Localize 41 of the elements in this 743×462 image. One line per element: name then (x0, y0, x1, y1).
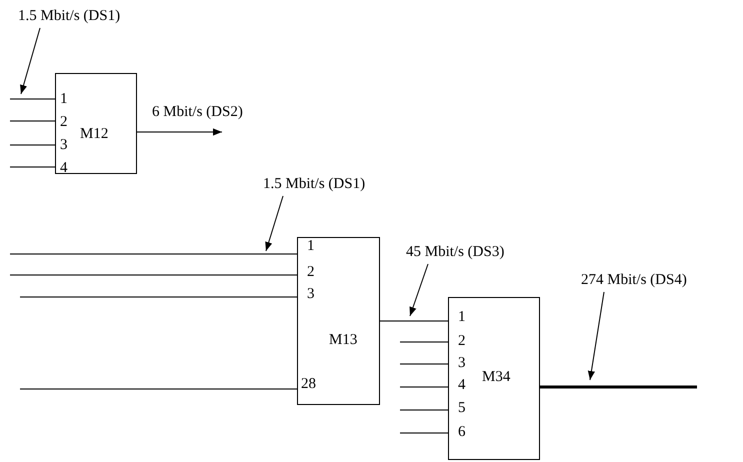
edge-label: 6 Mbit/s (DS2) (152, 104, 243, 121)
signal-line (10, 144, 56, 146)
multiplexer-box (297, 237, 380, 405)
signal-line (10, 166, 56, 168)
port-number: 2 (60, 114, 68, 131)
leader-line (265, 196, 284, 252)
port-number: 3 (458, 355, 466, 372)
rate-text: 1.5 Mbit/s (DS1) (263, 176, 366, 193)
signal-line (20, 296, 298, 298)
signal-line (400, 386, 448, 388)
leader-line (20, 28, 40, 94)
signal-line (10, 120, 56, 122)
multiplexer-box (55, 73, 137, 174)
multiplexer-name: M13 (329, 332, 358, 349)
signal-line (10, 274, 298, 276)
rate-text: 274 Mbit/s (DS4) (581, 272, 687, 289)
rate-text: 1.5 Mbit/s (DS1) (18, 8, 120, 25)
signal-line (400, 432, 448, 434)
port-number: 3 (60, 137, 68, 154)
leader-line (410, 264, 428, 316)
port-number: 6 (458, 424, 466, 441)
multiplexer-box (448, 297, 540, 460)
signal-line (20, 388, 298, 390)
port-number: 4 (60, 160, 68, 177)
output-arrow (136, 128, 222, 136)
signal-line (380, 320, 448, 322)
output-line (540, 386, 697, 388)
port-number: 28 (301, 376, 316, 393)
rate-text: 45 Mbit/s (DS3) (406, 244, 504, 261)
signal-line (10, 98, 56, 100)
multiplexer-name: M34 (482, 369, 510, 386)
port-number: 1 (458, 309, 466, 326)
multiplexer-name: M12 (80, 126, 108, 143)
leader-line (588, 292, 604, 380)
port-number: 2 (307, 264, 314, 281)
port-number: 4 (458, 377, 466, 394)
port-number: 2 (458, 333, 466, 350)
port-number: 1 (307, 238, 314, 255)
port-number: 5 (458, 400, 466, 417)
port-number: 3 (307, 286, 314, 303)
port-number: 1 (60, 91, 68, 108)
